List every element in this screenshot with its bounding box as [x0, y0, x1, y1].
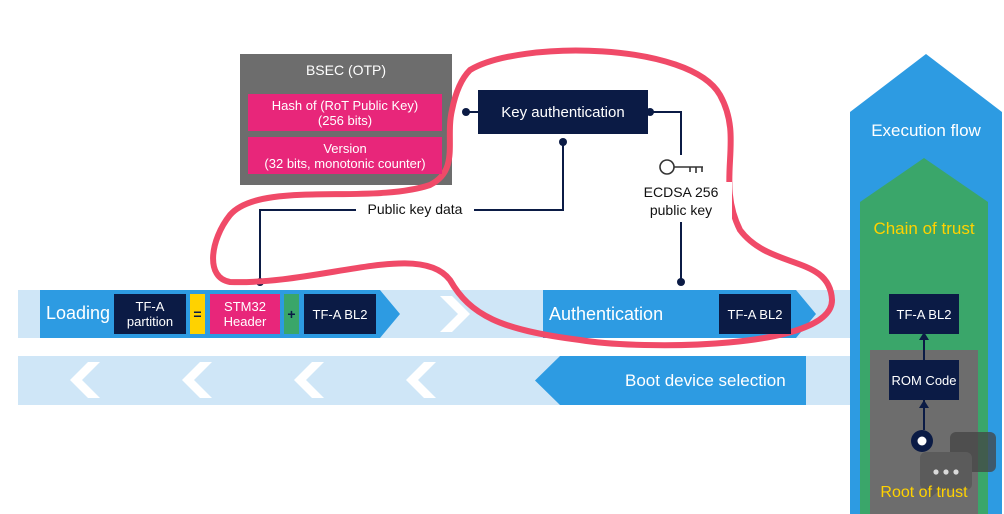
tfa-partition-box: TF-A partition — [114, 294, 186, 334]
boot-band-arrow — [535, 356, 806, 405]
rom-code-box: ROM Code — [889, 360, 959, 400]
connector-dot — [462, 108, 470, 116]
forward-chevron — [440, 296, 470, 332]
bsec-title: BSEC (OTP) — [305, 62, 387, 78]
loading-tfa-bl2-box: TF-A BL2 — [304, 294, 376, 334]
bsec-hash-box: Hash of (RoT Public Key) (256 bits) — [248, 94, 442, 131]
equals-sign: = — [190, 294, 205, 334]
execution-flow-label: Execution flow — [871, 121, 981, 140]
plus-sign: + — [284, 294, 299, 334]
chat-icon — [920, 432, 996, 498]
bsec-version-line1: Version — [323, 140, 367, 156]
back-chevron — [294, 362, 324, 398]
back-chevron — [182, 362, 212, 398]
back-chevron — [406, 362, 436, 398]
back-chevron — [70, 362, 100, 398]
auth-tfa-bl2-box: TF-A BL2 — [719, 294, 791, 334]
root-of-trust-label: Root of trust — [880, 484, 968, 501]
bsec-hash-line1: Hash of (RoT Public Key) — [271, 97, 419, 113]
loading-label: Loading — [46, 303, 111, 323]
connector-dot — [646, 108, 654, 116]
stm32-header-line2: Header — [223, 314, 267, 329]
back-chevrons — [70, 362, 436, 398]
arrowhead-to-bl2 — [919, 332, 929, 340]
right-tfa-bl2-box: TF-A BL2 — [889, 294, 959, 334]
boot-device-selection-label: Boot device selection — [625, 371, 786, 390]
stm32-header-box: STM32 Header — [210, 294, 280, 334]
authentication-label: Authentication — [549, 304, 664, 324]
ecdsa-label: ECDSA 256 public key — [630, 182, 732, 220]
bsec-hash-line2: (256 bits) — [317, 112, 373, 128]
public-key-data-label: Public key data — [356, 198, 474, 220]
ecdsa-line1: ECDSA 256 — [643, 184, 719, 200]
key-authentication-box: Key authentication — [478, 90, 648, 134]
connector-dot — [559, 138, 567, 146]
connector-public-key-data-left — [259, 209, 356, 282]
tfa-partition-line2: partition — [126, 314, 174, 329]
chain-of-trust-label: Chain of trust — [873, 219, 975, 238]
connector-key-auth-to-ecdsa — [650, 111, 682, 155]
key-icon — [659, 159, 703, 175]
bsec-version-line2: (32 bits, monotonic counter) — [264, 155, 426, 171]
stm32-header-line1: STM32 — [224, 299, 266, 314]
up-chevron-icon — [23, 342, 39, 352]
connector-dot — [677, 278, 685, 286]
red-annotation-outline — [210, 47, 835, 349]
root-of-trust-icon-inner — [917, 436, 927, 446]
tfa-partition-line1: TF-A — [135, 299, 165, 314]
arrowhead-to-rom — [919, 400, 929, 408]
connector-public-key-data — [474, 142, 564, 211]
bsec-version-box: Version (32 bits, monotonic counter) — [248, 137, 442, 174]
ecdsa-line2: public key — [649, 202, 713, 218]
